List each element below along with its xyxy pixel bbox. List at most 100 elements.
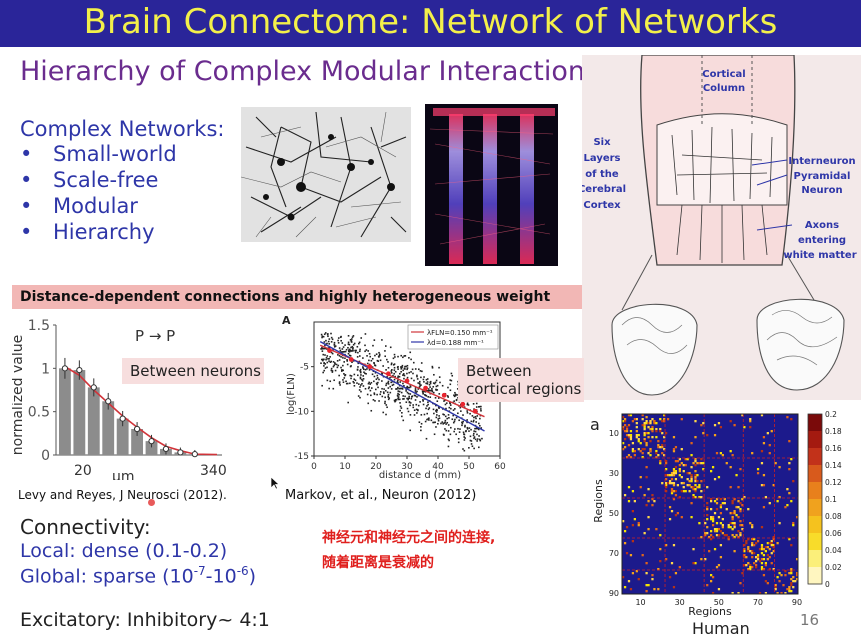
- matrix-xlabel: Regions: [688, 605, 732, 618]
- scatter-point: [449, 402, 451, 405]
- matrix-cell: [643, 426, 646, 429]
- scatter-point: [381, 372, 383, 375]
- scatter-point: [449, 383, 452, 386]
- matrix-cell: [651, 430, 654, 433]
- scatter-point: [426, 378, 429, 380]
- scatter-point: [360, 384, 362, 386]
- scatter-point: [462, 448, 464, 450]
- matrix-cell: [743, 426, 746, 429]
- matrix-cell: [727, 538, 730, 541]
- matrix-cell: [770, 544, 773, 547]
- scatter-point: [321, 336, 323, 339]
- scatter-point: [353, 378, 356, 381]
- scatter-point: [373, 339, 376, 341]
- matrix-cell: [698, 522, 701, 525]
- matrix-cell: [649, 420, 652, 423]
- matrix-cell: [641, 414, 644, 417]
- scatter-point: [408, 386, 411, 389]
- scatter-point: [340, 351, 343, 353]
- scatter-point: [435, 416, 438, 419]
- matrix-cell: [721, 526, 724, 529]
- scatter-point: [409, 393, 412, 395]
- scatter-point: [422, 393, 424, 395]
- matrix-cell: [672, 470, 676, 473]
- global-sparse-part: ): [248, 565, 257, 588]
- matrix-cell: [749, 568, 752, 571]
- scatter-point: [420, 362, 423, 364]
- scatter-panel-label: A: [282, 314, 291, 327]
- matrix-colorbar-label: 0.2: [825, 410, 837, 419]
- scatter-point: [414, 389, 417, 391]
- matrix-cell: [629, 554, 633, 557]
- scatter-point: [447, 438, 450, 441]
- matrix-cell: [682, 490, 685, 493]
- scatter-point: [472, 420, 475, 423]
- scatter-point: [416, 396, 418, 398]
- scatter-point: [356, 356, 359, 358]
- list-item: •Hierarchy: [20, 220, 155, 244]
- matrix-cell: [657, 454, 660, 457]
- matrix-cell: [790, 582, 793, 585]
- scatter-point: [471, 415, 474, 417]
- scatter-point: [320, 348, 322, 350]
- scatter-point: [464, 437, 466, 439]
- scatter-point: [428, 383, 431, 386]
- matrix-cell: [694, 420, 697, 423]
- mouse-cursor-icon: [270, 476, 280, 490]
- scatter-point: [379, 393, 382, 396]
- matrix-cell: [692, 486, 695, 489]
- matrix-cell: [635, 430, 638, 433]
- bar-chart-bar: [59, 368, 71, 455]
- scatter-point: [462, 414, 464, 416]
- scatter-point: [331, 352, 334, 355]
- matrix-cell: [796, 572, 799, 575]
- matrix-cell: [649, 422, 652, 425]
- scatter-point: [401, 364, 404, 367]
- matrix-cell: [651, 578, 654, 581]
- matrix-cell: [782, 584, 785, 587]
- matrix-xtick-label: 10: [635, 598, 645, 607]
- scatter-point: [422, 378, 425, 381]
- scatter-point: [340, 366, 342, 369]
- matrix-cell: [766, 546, 769, 549]
- matrix-cell: [659, 460, 662, 463]
- scatter-point: [362, 378, 365, 380]
- scatter-point: [470, 443, 473, 445]
- scatter-point: [405, 365, 407, 368]
- scatter-ytick-label: -5: [300, 363, 309, 373]
- scatter-point: [323, 347, 326, 350]
- scatter-point: [387, 387, 390, 389]
- matrix-cell: [733, 512, 736, 515]
- scatter-point: [456, 388, 459, 390]
- matrix-cell: [729, 512, 732, 515]
- matrix-cell: [743, 564, 746, 567]
- matrix-cell: [651, 574, 654, 577]
- matrix-cell: [727, 524, 730, 527]
- scatter-point: [378, 354, 381, 357]
- scatter-point: [321, 346, 323, 349]
- scatter-point: [401, 366, 403, 368]
- scatter-point: [478, 435, 480, 437]
- scatter-point: [409, 402, 412, 404]
- scatter-point: [416, 390, 418, 393]
- scatter-point: [368, 359, 370, 362]
- scatter-ytick-label: -15: [294, 452, 309, 462]
- matrix-cell: [719, 504, 723, 507]
- scatter-point: [460, 410, 462, 412]
- matrix-cell: [629, 438, 633, 441]
- matrix-cell: [708, 550, 711, 553]
- scatter-point: [378, 351, 380, 354]
- global-sparse-part: -10: [205, 565, 237, 588]
- matrix-cell: [622, 426, 625, 429]
- matrix-cell: [690, 476, 693, 479]
- scatter-point: [420, 384, 422, 386]
- matrix-cell: [631, 448, 635, 451]
- scatter-point: [403, 367, 406, 370]
- matrix-cell: [788, 468, 791, 471]
- matrix-cell: [674, 514, 678, 517]
- scatter-point: [457, 412, 459, 415]
- matrix-cell: [645, 432, 648, 435]
- scatter-point: [323, 333, 326, 336]
- matrix-cell: [725, 462, 728, 465]
- scatter-point: [342, 346, 345, 348]
